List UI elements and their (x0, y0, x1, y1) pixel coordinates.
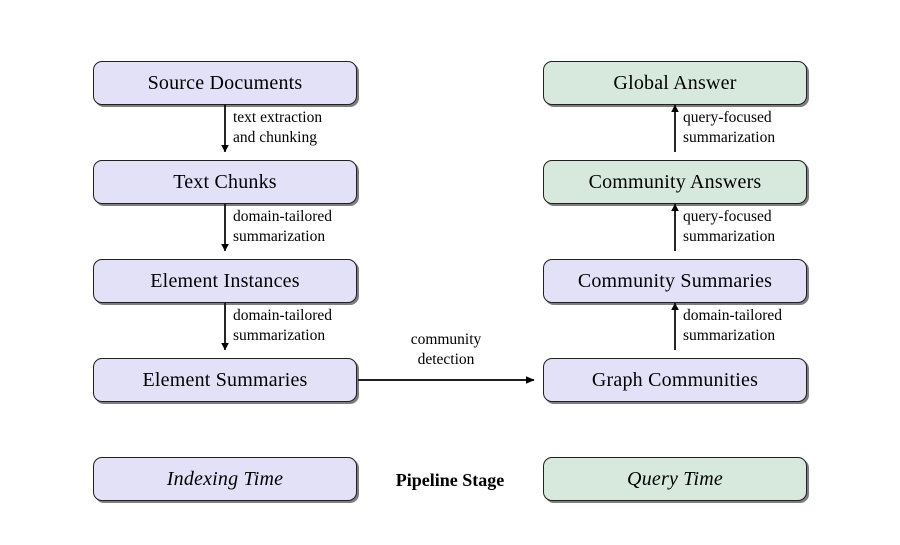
node-element-summaries[interactable]: Element Summaries (93, 358, 357, 402)
edge-label-community-detection: community detection (386, 330, 506, 371)
edge-label-text-extraction-line2: and chunking (233, 129, 317, 147)
node-element-instances-label: Element Instances (150, 270, 300, 292)
legend-query-time: Query Time (543, 457, 807, 501)
node-text-chunks[interactable]: Text Chunks (93, 160, 357, 204)
edge-label-query-focused-1-line1: query-focused (683, 109, 772, 126)
node-element-summaries-label: Element Summaries (142, 369, 308, 391)
node-text-chunks-label: Text Chunks (173, 171, 277, 193)
node-global-answer[interactable]: Global Answer (543, 61, 807, 105)
edge-label-query-focused-2-line1: query-focused (683, 208, 772, 225)
node-graph-communities-label: Graph Communities (591, 369, 759, 391)
node-community-answers-label: Community Answers (588, 171, 762, 193)
edge-label-text-extraction-line1: text extraction (233, 109, 323, 126)
edge-label-text-extraction: text extraction and chunking (233, 108, 322, 149)
edge-label-query-focused-1-line2: summarization (683, 129, 776, 147)
edge-label-query-focused-1: query-focused summarization (683, 108, 775, 149)
legend-indexing-time-label: Indexing Time (166, 468, 284, 490)
legend-indexing-time: Indexing Time (93, 457, 357, 501)
edge-label-domain-tailored-1-line2: summarization (233, 228, 326, 246)
legend-query-time-label: Query Time (627, 468, 723, 490)
edge-label-community-detection-line2: detection (417, 351, 475, 369)
node-global-answer-label: Global Answer (613, 72, 737, 94)
edge-label-domain-tailored-1-line1: domain-tailored (233, 208, 332, 225)
edge-label-domain-tailored-3-line1: domain-tailored (683, 307, 782, 324)
node-source-documents-label: Source Documents (147, 72, 303, 94)
node-source-documents[interactable]: Source Documents (93, 61, 357, 105)
node-community-answers[interactable]: Community Answers (543, 160, 807, 204)
node-element-instances[interactable]: Element Instances (93, 259, 357, 303)
edge-label-query-focused-2: query-focused summarization (683, 207, 775, 248)
edge-label-domain-tailored-2-line1: domain-tailored (233, 307, 332, 324)
legend-pipeline-stage-label: Pipeline Stage (395, 470, 505, 490)
node-graph-communities[interactable]: Graph Communities (543, 358, 807, 402)
edge-label-domain-tailored-3: domain-tailored summarization (683, 306, 782, 347)
edge-label-domain-tailored-2-line2: summarization (233, 327, 326, 345)
node-community-summaries-label: Community Summaries (577, 270, 773, 292)
edge-label-domain-tailored-3-line2: summarization (683, 327, 776, 345)
legend-pipeline-stage: Pipeline Stage (370, 470, 530, 491)
edge-label-domain-tailored-1: domain-tailored summarization (233, 207, 332, 248)
edge-label-query-focused-2-line2: summarization (683, 228, 776, 246)
edge-label-community-detection-line1: community (410, 331, 482, 348)
node-community-summaries[interactable]: Community Summaries (543, 259, 807, 303)
edge-label-domain-tailored-2: domain-tailored summarization (233, 306, 332, 347)
